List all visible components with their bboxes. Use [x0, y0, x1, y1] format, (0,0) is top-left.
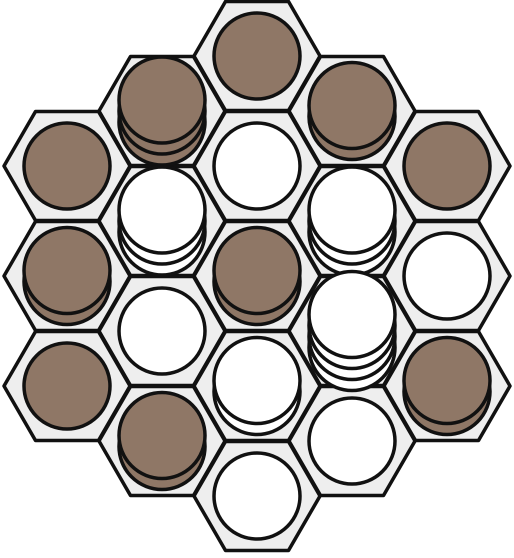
- white-piece-disc: [404, 233, 490, 319]
- white-piece-disc: [214, 338, 300, 424]
- piece-stack-white-1-q0-r-1[interactable]: [214, 123, 300, 209]
- piece-stack-white-1-q1-r1[interactable]: [309, 398, 395, 484]
- brown-piece-disc: [404, 338, 490, 424]
- piece-stack-white-3-q1-r-1[interactable]: [309, 167, 395, 275]
- brown-piece-disc: [404, 123, 490, 209]
- piece-stack-brown-3-q-1-r-1[interactable]: [119, 57, 205, 165]
- brown-piece-disc: [214, 228, 300, 314]
- piece-stack-brown-2-q2-r0[interactable]: [404, 338, 490, 435]
- piece-stack-white-1-q2-r-1[interactable]: [404, 233, 490, 319]
- brown-piece-disc: [24, 123, 110, 209]
- white-piece-disc: [119, 167, 205, 253]
- piece-stack-brown-1-q-2-r2[interactable]: [24, 343, 110, 429]
- white-piece-disc: [309, 272, 395, 358]
- piece-stack-brown-1-q0-r-2[interactable]: [214, 13, 300, 99]
- piece-stack-white-1-q0-r2[interactable]: [214, 453, 300, 539]
- piece-stack-brown-2-q-2-r1[interactable]: [24, 228, 110, 325]
- brown-piece-disc: [119, 393, 205, 479]
- brown-piece-disc: [24, 228, 110, 314]
- piece-stack-brown-2-q0-r0[interactable]: [214, 228, 300, 325]
- brown-piece-disc: [214, 13, 300, 99]
- white-piece-disc: [119, 288, 205, 374]
- piece-stack-white-4-q1-r0[interactable]: [309, 272, 395, 391]
- piece-stack-white-2-q0-r1[interactable]: [214, 338, 300, 435]
- brown-piece-disc: [119, 57, 205, 143]
- piece-stack-white-3-q-1-r0[interactable]: [119, 167, 205, 275]
- brown-piece-disc: [24, 343, 110, 429]
- piece-stack-brown-2-q-1-r2[interactable]: [119, 393, 205, 490]
- white-piece-disc: [214, 123, 300, 209]
- piece-stack-brown-1-q-2-r0[interactable]: [24, 123, 110, 209]
- board-pieces: [24, 13, 490, 539]
- white-piece-disc: [309, 167, 395, 253]
- white-piece-disc: [214, 453, 300, 539]
- piece-stack-white-1-q-1-r1[interactable]: [119, 288, 205, 374]
- piece-stack-brown-2-q1-r-2[interactable]: [309, 63, 395, 160]
- brown-piece-disc: [309, 63, 395, 149]
- piece-stack-brown-1-q2-r-2[interactable]: [404, 123, 490, 209]
- white-piece-disc: [309, 398, 395, 484]
